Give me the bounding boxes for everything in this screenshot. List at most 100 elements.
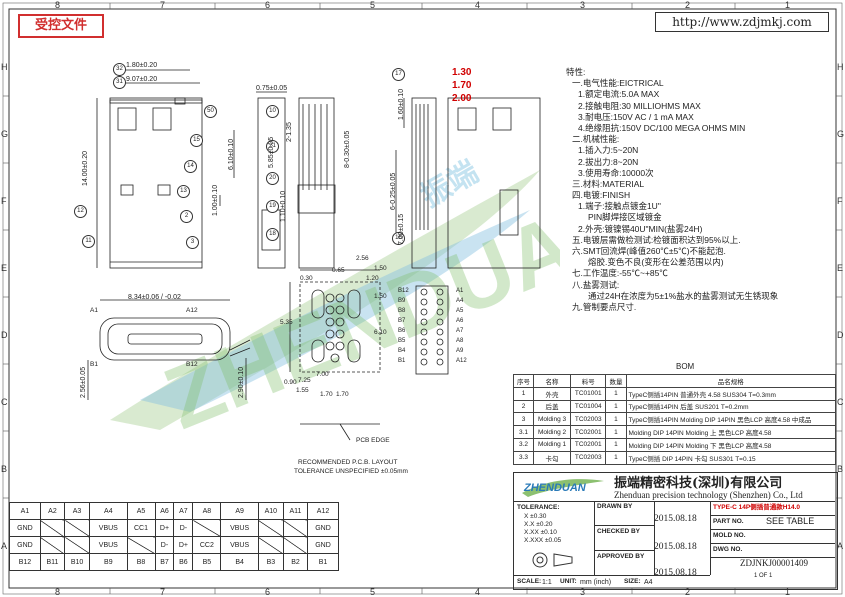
zone-bottom-4: 4: [475, 587, 481, 597]
note-line: 1.插入力:5~20N: [578, 145, 639, 156]
dim-15: 2.56±0.05: [80, 366, 87, 398]
bom-cell: TC02003: [570, 450, 607, 465]
dim-1: 1.80±0.20: [126, 62, 158, 69]
bom-header-cell: 料号: [570, 374, 607, 388]
bom-cell: TypeC侧插 DIP 14PIN 卡勾 SUS301 T=0.15: [625, 450, 836, 465]
pin-cell: VBUS: [220, 519, 259, 537]
unit-value: mm (inch): [580, 579, 612, 586]
bom-cell: Molding DIP 14PIN Molding 下 黑色LCP 高度4.58: [625, 437, 836, 452]
bom-cell: 后盖: [533, 399, 572, 414]
part-no-value: SEE TABLE: [766, 516, 815, 526]
zone-top-3: 3: [580, 0, 586, 10]
pin-cell: A7: [173, 502, 194, 520]
scale-label: SCALE:: [517, 578, 542, 585]
size-value: A4: [644, 579, 653, 586]
pcb-b-label: B12: [398, 288, 409, 294]
company-name-en: Zhenduan precision technology (Shenzhen)…: [614, 490, 803, 500]
pcb-pads: [325, 293, 345, 363]
callout-32: 32: [113, 63, 126, 76]
pcb-dim: 0.65: [332, 267, 345, 274]
zone-left-C: C: [1, 397, 8, 407]
zone-bottom-1: 1: [785, 587, 791, 597]
dim-7: 2-1.35: [286, 122, 293, 142]
pcb-dim: 1.50: [374, 265, 387, 272]
title-block: ZHENDUAN 振端精密科技(深圳)有限公司 Zhenduan precisi…: [513, 472, 838, 590]
pin-cell: GND: [307, 536, 339, 554]
note-line: 2.外壳:镀镍锡40U"MIN(盐雾24H): [578, 223, 703, 234]
unit-label: UNIT:: [560, 578, 577, 585]
zone-bottom-3: 3: [580, 587, 586, 597]
pcb-dim: 1.70: [320, 391, 333, 398]
website-url[interactable]: http://www.zdjmkj.com: [655, 12, 829, 32]
checked-date: 2015.08.18: [654, 542, 697, 552]
bom-cell: TypeC侧插14PIN 后盖 SUS201 T=0.2mm: [625, 399, 836, 414]
pin-cell: [63, 536, 91, 554]
pcb-dim: 6.10: [374, 329, 387, 336]
approved-date: 2015.08.18: [654, 568, 697, 578]
bom-cell: 3.1: [512, 425, 535, 439]
callout-16: 16: [392, 232, 405, 245]
bom-cell: 1: [512, 386, 535, 401]
pin-cell: B4: [220, 553, 259, 571]
pin-cell: [257, 536, 284, 554]
pin-cell: A4: [89, 502, 128, 520]
bom-header-cell: 数量: [605, 374, 627, 388]
pin-cell: A5: [126, 502, 156, 520]
dim-10: 1.10±0.10: [280, 190, 287, 222]
callout-13: 13: [177, 185, 190, 198]
pcb-dim: 1.20: [366, 275, 379, 282]
zone-right-G: G: [837, 129, 845, 139]
callout-21: 21: [266, 140, 279, 153]
pin-cell: B10: [63, 553, 91, 571]
zone-left-B: B: [1, 464, 8, 474]
bom-cell: 外壳: [533, 386, 572, 401]
zone-top-5: 5: [370, 0, 376, 10]
pcb-b-label: B7: [398, 318, 406, 324]
pcb-dim: 7.00: [316, 371, 329, 378]
pin-cell: B1: [307, 553, 339, 571]
zone-bottom-6: 6: [265, 587, 271, 597]
dim-2: 9.07±0.20: [126, 76, 158, 83]
callout-17: 17: [392, 68, 405, 81]
pcb-a-label: A6: [456, 318, 464, 324]
dim-6: 0.75±0.05: [256, 85, 288, 92]
pcb-b-label: B9: [398, 298, 406, 304]
note-line: 一.电气性能:EICTRICAL: [572, 78, 664, 89]
pcb-dim: 0.90: [284, 379, 297, 386]
pin-cell: A2: [39, 502, 66, 520]
size-label: SIZE:: [624, 578, 641, 585]
zone-right-H: H: [837, 62, 844, 72]
company-name-cn: 振端精密科技(深圳)有限公司: [614, 476, 783, 491]
note-line: 九.管制要点尺寸.: [572, 301, 637, 312]
sheet-count: 1 OF 1: [754, 573, 773, 579]
zone-left-H: H: [1, 62, 8, 72]
note-line: 2.拔出力:8~20N: [578, 156, 639, 167]
zone-bottom-2: 2: [685, 587, 691, 597]
zone-top-8: 8: [55, 0, 61, 10]
pcb-b-label: B8: [398, 308, 406, 314]
note-line: 特性:: [566, 67, 586, 77]
pcb-b-label: B1: [398, 358, 406, 364]
pcb-dim: 2.56: [356, 255, 369, 262]
company-logo: ZHENDUAN: [518, 475, 608, 499]
projection-symbol: [532, 552, 573, 568]
zone-left-F: F: [1, 196, 7, 206]
top-view-body: [447, 97, 541, 269]
callout-50: 50: [204, 105, 217, 118]
note-line: 五.电镀层需做检测试:检镀面积达到95%以上.: [572, 234, 741, 245]
zone-bottom-8: 8: [55, 587, 61, 597]
connector-end-view: [99, 317, 231, 361]
pcb-dim: 1.70: [336, 391, 349, 398]
pin-cell: B5: [192, 553, 222, 571]
front-view-body: [109, 97, 203, 269]
pin-cell: [39, 519, 66, 537]
pin-cell: A1: [9, 502, 41, 520]
